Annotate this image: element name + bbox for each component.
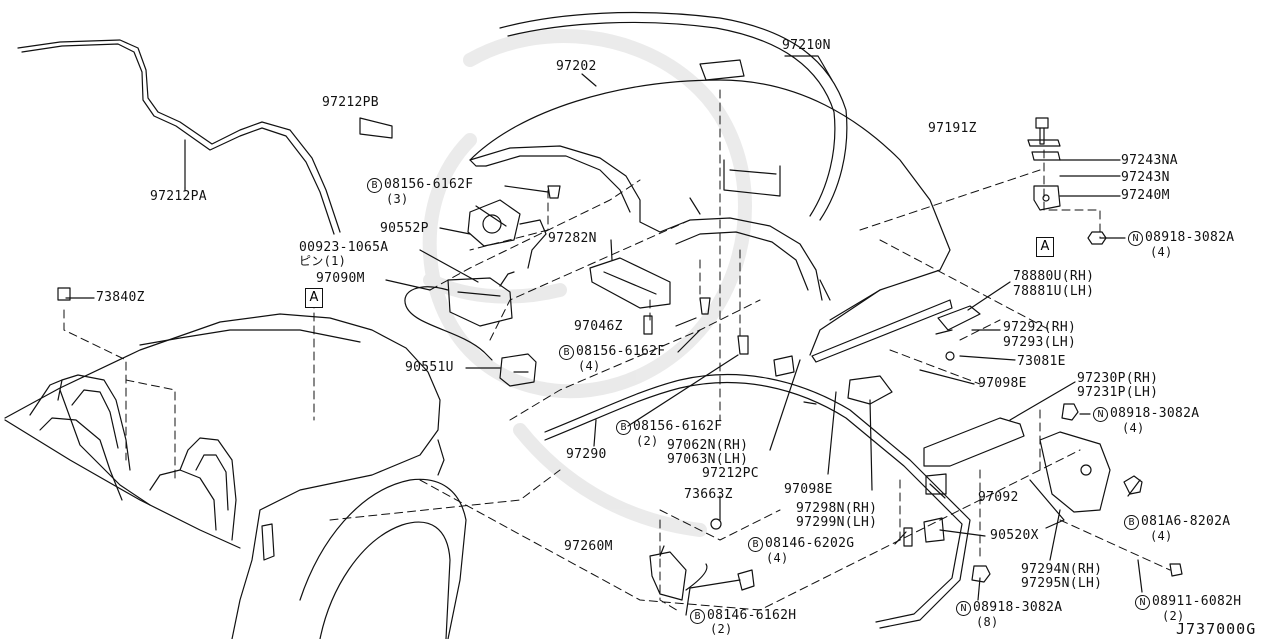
part-number: 08918-3082A — [973, 600, 1063, 615]
b-prefix-circle: B — [616, 420, 631, 435]
b-prefix-circle: B — [1124, 515, 1139, 530]
qty-08918-3082a-upper: (4) — [1150, 245, 1173, 259]
part-label-97210n: 97210N — [782, 38, 831, 53]
part-number: 08911-6082H — [1152, 594, 1242, 609]
view-marker-a-engine: A — [1036, 237, 1054, 257]
part-number: 08146-6202G — [765, 536, 855, 551]
top-cover-97202 — [469, 79, 951, 356]
part-label-97299n: 97299N(LH) — [796, 515, 878, 530]
qty-08156-6162f-mid: (4) — [578, 359, 601, 373]
b-prefix-circle: B — [690, 609, 705, 624]
part-label-97292: 97292(RH) — [1003, 320, 1077, 335]
qty-08146-6162h: (2) — [710, 622, 733, 636]
note-00923-pin: ピン(1) — [299, 254, 347, 268]
part-number: 081A6-8202A — [1141, 514, 1231, 529]
part-label-97062n: 97062N(RH) — [667, 438, 749, 453]
weatherstrip-97212pa — [17, 39, 341, 235]
n-prefix-circle: N — [1135, 595, 1150, 610]
part-number: 08156-6162F — [576, 344, 666, 359]
part-label-97202: 97202 — [556, 59, 597, 74]
part-label-97293: 97293(LH) — [1003, 335, 1077, 350]
part-label-90520x: 90520X — [990, 528, 1039, 543]
part-label-97294n: 97294N(RH) — [1021, 562, 1103, 577]
part-label-97212pa: 97212PA — [150, 189, 207, 204]
part-label-97098e-right: 97098E — [978, 376, 1027, 391]
part-label-90551u: 90551U — [405, 360, 454, 375]
qty-08146-6202g: (4) — [766, 551, 789, 565]
hardware-parts — [57, 117, 1183, 629]
b-prefix-circle: B — [748, 537, 763, 552]
part-number: 08918-3082A — [1110, 406, 1200, 421]
view-marker-a-body: A — [305, 288, 323, 308]
part-label-73663z: 73663Z — [684, 487, 733, 502]
part-label-78881u: 78881U(LH) — [1013, 284, 1095, 299]
b-prefix-circle: B — [367, 178, 382, 193]
part-label-97240m: 97240M — [1121, 188, 1170, 203]
part-label-78880u: 78880U(RH) — [1013, 269, 1095, 284]
part-label-73081e: 73081E — [1017, 354, 1066, 369]
part-label-97212pb: 97212PB — [322, 95, 379, 110]
qty-08911-6082h: (2) — [1162, 609, 1185, 623]
leader-lines — [65, 55, 1143, 616]
part-label-97090m: 97090M — [316, 271, 365, 286]
b-prefix-circle: B — [559, 345, 574, 360]
part-label-97212pc: 97212PC — [702, 466, 759, 481]
part-label-97243na: 97243NA — [1121, 153, 1178, 168]
part-number: 08146-6162H — [707, 608, 797, 623]
n-prefix-circle: N — [956, 601, 971, 616]
part-label-97230p: 97230P(RH) — [1077, 371, 1159, 386]
diagram-reference-code: J737000G — [1176, 620, 1257, 638]
vehicle-body — [4, 313, 467, 639]
part-label-90552p: 90552P — [380, 221, 429, 236]
part-label-97290: 97290 — [566, 447, 607, 462]
assembly-dashed-lines — [63, 89, 1171, 613]
part-label-97063n: 97063N(LH) — [667, 452, 749, 467]
part-label-97191z: 97191Z — [928, 121, 977, 136]
part-label-73840z: 73840Z — [96, 290, 145, 305]
part-label-97282n: 97282N — [548, 231, 597, 246]
qty-081a6-8202a: (4) — [1150, 529, 1173, 543]
n-prefix-circle: N — [1093, 407, 1108, 422]
qty-08156-6162f-low: (2) — [636, 434, 659, 448]
part-label-97298n: 97298N(RH) — [796, 501, 878, 516]
qty-08156-6162f-top: (3) — [386, 192, 409, 206]
part-label-97231p: 97231P(LH) — [1077, 385, 1159, 400]
part-label-97260m: 97260M — [564, 539, 613, 554]
part-number: 08918-3082A — [1145, 230, 1235, 245]
part-number: 08156-6162F — [633, 419, 723, 434]
part-label-97046z: 97046Z — [574, 319, 623, 334]
part-label-00923-1065a: 00923-1065A — [299, 240, 389, 255]
part-label-97098e-lower: 97098E — [784, 482, 833, 497]
part-label-97092: 97092 — [978, 490, 1019, 505]
part-label-97295n: 97295N(LH) — [1021, 576, 1103, 591]
tonneau-strip-97210n — [499, 11, 848, 221]
qty-08918-3082a-lower: (8) — [976, 615, 999, 629]
part-label-97243n: 97243N — [1121, 170, 1170, 185]
n-prefix-circle: N — [1128, 231, 1143, 246]
part-number: 08156-6162F — [384, 177, 474, 192]
qty-08918-3082a-mid: (4) — [1122, 421, 1145, 435]
